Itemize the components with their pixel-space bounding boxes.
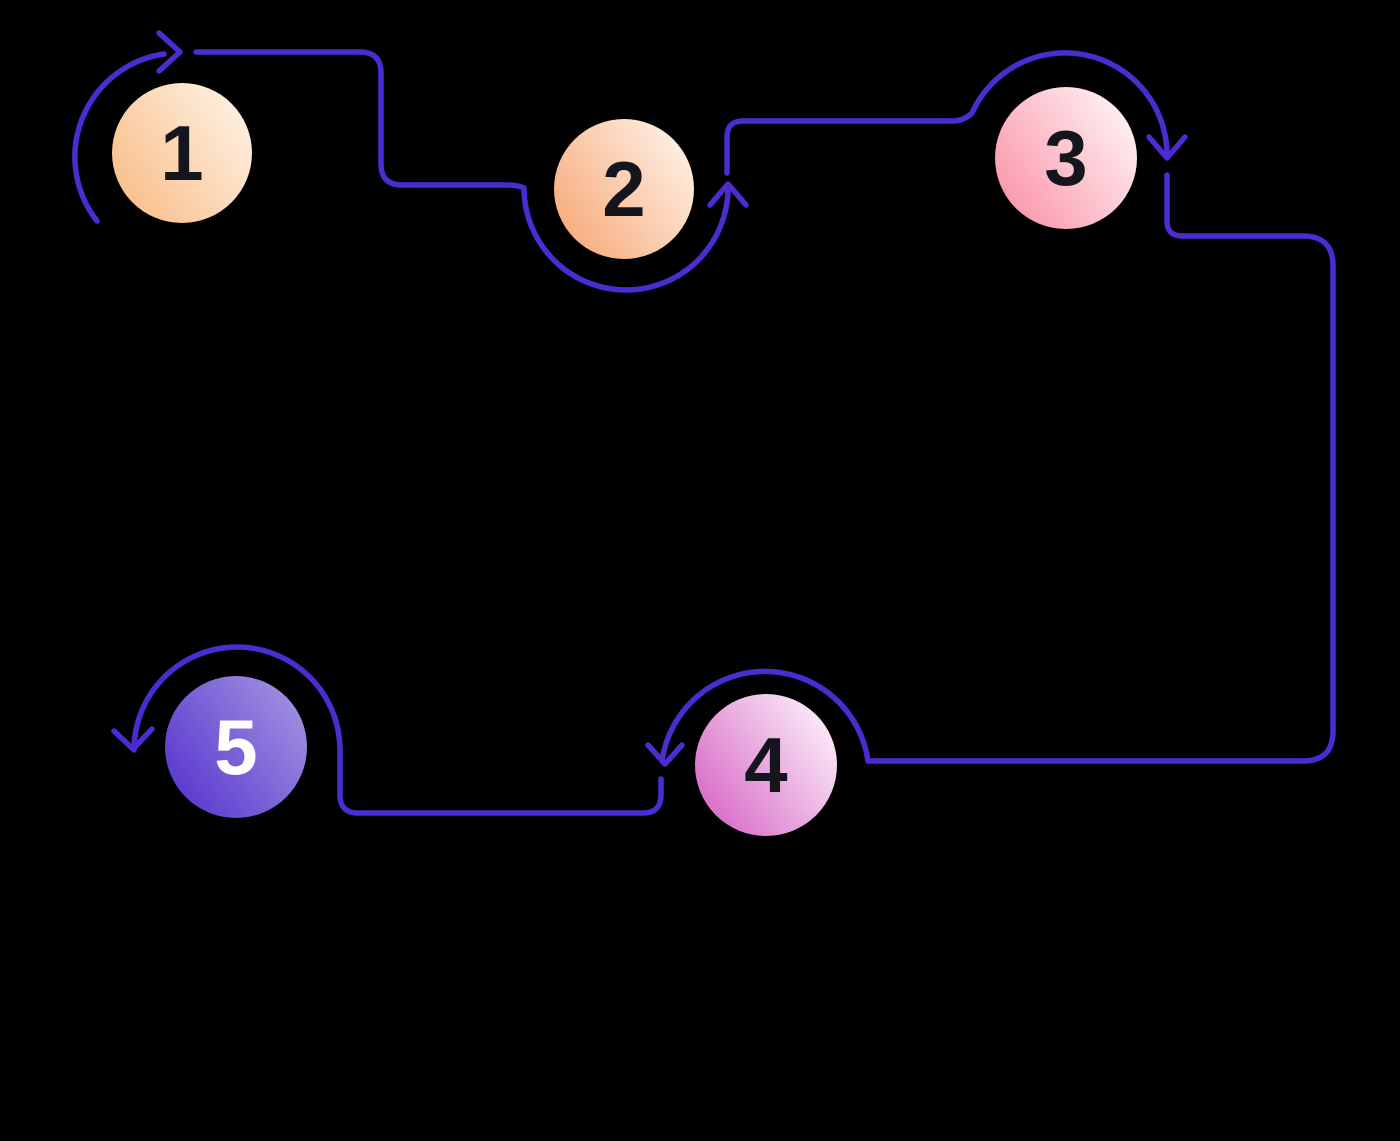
step-5-circle (165, 676, 307, 818)
step-4-circle (695, 694, 837, 836)
connector-segment-step3-step4 (659, 172, 1336, 764)
step-3-circle (995, 87, 1137, 229)
arrow-right-icon (156, 30, 183, 74)
arrow-down-icon (1146, 134, 1188, 161)
connector-segment-step1-step2 (193, 49, 731, 293)
step-5-number: 5 (214, 703, 257, 791)
arrow-down-icon (111, 726, 155, 752)
step-2-number: 2 (602, 145, 645, 233)
arrow-down-icon (645, 742, 685, 767)
connector-segment-step4-step5 (131, 644, 664, 816)
step-2-circle (554, 119, 694, 259)
connector-segment-step2-step3 (724, 50, 1170, 176)
step-1-circle (112, 83, 252, 223)
arrow-up-icon (707, 181, 749, 208)
step-3-number: 3 (1044, 114, 1087, 202)
step-circles-group: 1 2 3 4 5 (112, 83, 1137, 836)
step-1-number: 1 (160, 109, 203, 197)
step-4-number: 4 (744, 721, 787, 809)
connector-path-group (72, 30, 1336, 816)
connector-segment-step1-loop (72, 51, 167, 224)
